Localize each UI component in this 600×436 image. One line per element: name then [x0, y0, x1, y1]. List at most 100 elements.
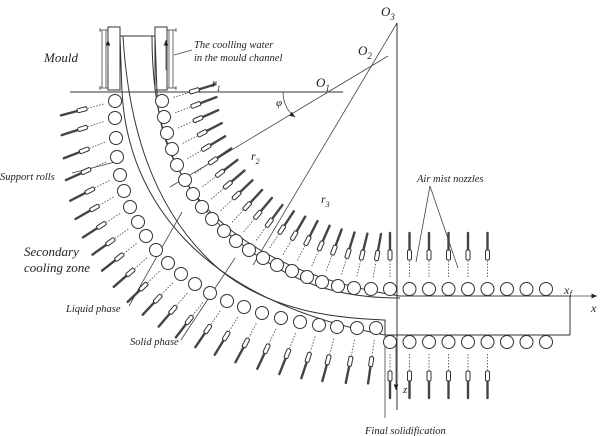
spray: [372, 261, 377, 278]
support-roll: [117, 184, 131, 198]
support-roll: [422, 335, 436, 349]
spray: [243, 219, 255, 233]
nozzle-head: [330, 244, 338, 256]
support-roll: [422, 282, 436, 296]
label-cooling-water-2: in the mould channel: [194, 53, 282, 64]
nozzle-head: [426, 249, 432, 261]
support-roll: [274, 311, 288, 325]
support-roll: [174, 267, 188, 281]
nozzle-head: [78, 146, 90, 155]
nozzle-head: [344, 248, 352, 260]
support-roll: [203, 286, 217, 300]
nozzle-head: [485, 249, 490, 261]
nozzle-head: [324, 354, 332, 366]
support-roll: [165, 142, 179, 156]
nozzle-head: [80, 167, 92, 175]
spray: [87, 103, 104, 109]
nozzle-head: [387, 249, 393, 261]
support-roll: [255, 306, 269, 320]
nozzle-head: [387, 370, 393, 382]
spray: [147, 271, 160, 283]
nozzle-head: [283, 348, 292, 360]
construction-lines: [70, 22, 597, 418]
support-roll: [229, 234, 243, 248]
support-roll: [300, 270, 314, 284]
support-roll: [461, 335, 475, 349]
spray: [192, 302, 204, 316]
spray: [106, 213, 121, 223]
nozzle-head: [168, 304, 178, 315]
nozzle-head: [192, 115, 204, 124]
mould-right-wall: [154, 26, 168, 91]
equipment: [59, 83, 553, 400]
spray: [371, 339, 375, 356]
support-roll: [186, 187, 200, 201]
support-roll: [347, 281, 361, 295]
nozzle-head: [114, 252, 125, 262]
nozzle-head: [368, 356, 375, 368]
labels: Mould The coolling water in the mould ch…: [0, 4, 597, 436]
nozzle-head: [264, 217, 274, 228]
nozzle-head: [231, 190, 242, 201]
support-roll: [441, 335, 456, 349]
support-roll: [350, 321, 364, 335]
spray: [176, 292, 188, 306]
support-roll: [188, 277, 202, 291]
support-roll: [157, 110, 171, 124]
label-support-rolls: Support rolls: [0, 172, 55, 183]
spray: [231, 210, 244, 223]
spray: [91, 161, 107, 169]
support-roll: [110, 150, 124, 164]
spray: [114, 228, 129, 239]
support-roll: [237, 300, 251, 314]
support-roll: [123, 200, 137, 214]
spray: [182, 135, 198, 144]
support-roll: [369, 321, 383, 335]
support-roll: [195, 200, 209, 214]
support-roll: [461, 282, 475, 296]
nozzle-head: [407, 370, 412, 382]
nozzle-head: [152, 293, 163, 304]
nozzle-head: [184, 314, 194, 326]
support-roll: [364, 282, 378, 296]
label-air-mist-nozzles: Air mist nozzles: [416, 174, 484, 185]
label-final-solidification: Final solidification: [364, 426, 446, 436]
support-roll: [500, 282, 514, 296]
mould-left-wall: [107, 26, 121, 91]
label-cooling-water-1: The coolling water: [194, 40, 274, 51]
nozzle-head: [346, 355, 354, 367]
support-roll: [113, 168, 127, 182]
label-r2: r2: [251, 149, 260, 166]
support-roll: [285, 264, 299, 278]
support-roll: [331, 279, 345, 293]
spray: [329, 338, 335, 355]
nozzle-head: [407, 249, 412, 261]
nozzle-head: [465, 249, 471, 261]
support-roll: [220, 294, 234, 308]
support-roll: [270, 258, 284, 272]
nozzle-head: [253, 209, 263, 220]
label-r1: r1: [212, 76, 221, 93]
spray: [325, 255, 333, 271]
support-roll: [383, 335, 397, 349]
nozzle-head: [222, 180, 233, 190]
spray: [210, 188, 224, 200]
nozzle-head: [373, 250, 381, 262]
support-roll: [178, 173, 192, 187]
nozzle-head: [138, 281, 149, 292]
nozzle-head: [77, 124, 89, 132]
label-x-axis: x: [590, 301, 597, 315]
r2-line: [169, 55, 389, 188]
spray: [356, 260, 362, 277]
support-roll: [519, 335, 534, 349]
nozzle-head: [221, 330, 231, 342]
support-roll: [293, 315, 307, 329]
spray: [89, 141, 105, 149]
label-O2: O2: [358, 43, 372, 61]
support-roll: [539, 335, 553, 349]
spray: [210, 310, 221, 325]
support-roll: [131, 215, 145, 229]
label-liquid-phase: Liquid phase: [65, 304, 121, 315]
spray: [297, 245, 306, 261]
nozzle-head: [200, 143, 212, 152]
